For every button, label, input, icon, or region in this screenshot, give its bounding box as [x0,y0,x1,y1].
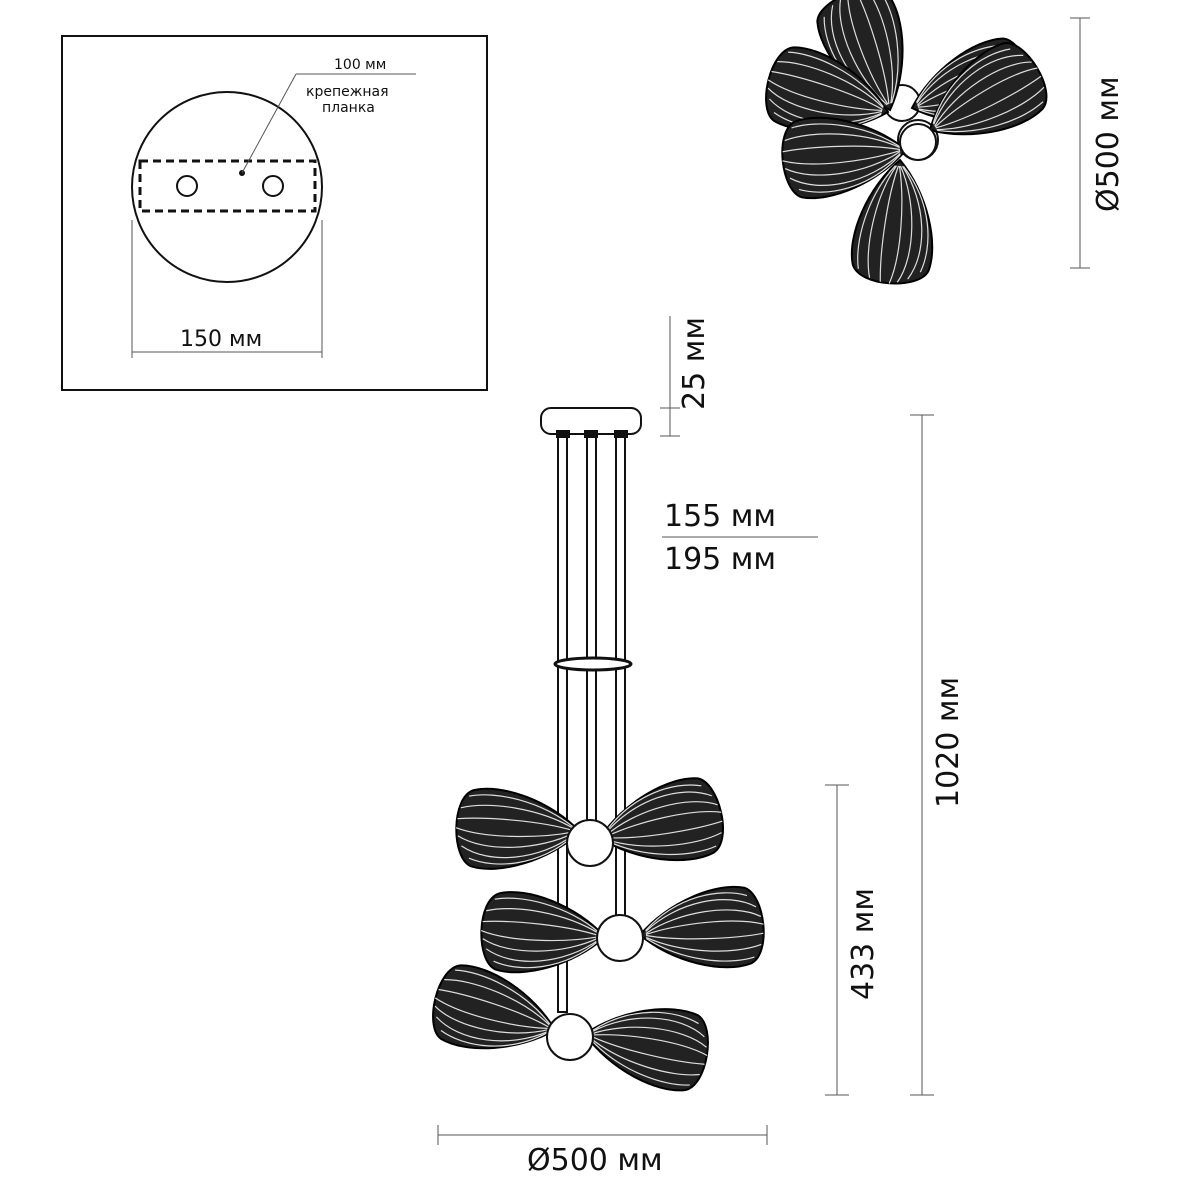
inset-ceiling-base: 100 мм крепежная планка 150 мм [61,35,488,391]
cluster-height-label: 433 мм [846,888,881,1000]
front-view: 25 мм 155 мм 195 мм 1020 мм 433 мм Ø500 … [423,316,966,1178]
rod-left [557,436,568,1013]
mounting-bar [138,159,317,213]
base-diameter-label: 150 мм [180,327,262,352]
front-shade-5 [423,958,567,1070]
top-view: Ø500 мм [756,0,1126,289]
joint-2 [596,914,644,962]
base-circle [131,91,323,283]
rod-ring [553,656,633,672]
front-shade-6 [577,993,716,1096]
joint-1 [566,819,614,867]
total-height-label: 1020 мм [931,677,966,808]
rod-lengths-top: 155 мм [664,499,776,534]
front-shade-3 [478,889,609,978]
bar-name-line2: планка [322,100,375,116]
rod-lengths-bottom: 195 мм [664,542,776,577]
rod-center [586,436,597,833]
leader-line [241,73,297,174]
joint-3 [546,1013,594,1061]
canopy-height-label: 25 мм [677,317,712,410]
inset-frame [61,35,488,391]
bar-length-label: 100 мм [334,57,386,73]
bar-name-line1: крепежная [306,84,389,100]
top-view-diameter-label: Ø500 мм [1091,76,1126,212]
front-shade-4 [635,883,769,976]
screw-hole-left [176,175,198,197]
front-width-label: Ø500 мм [527,1143,663,1178]
front-shade-2 [590,772,731,879]
screw-hole-right [262,175,284,197]
